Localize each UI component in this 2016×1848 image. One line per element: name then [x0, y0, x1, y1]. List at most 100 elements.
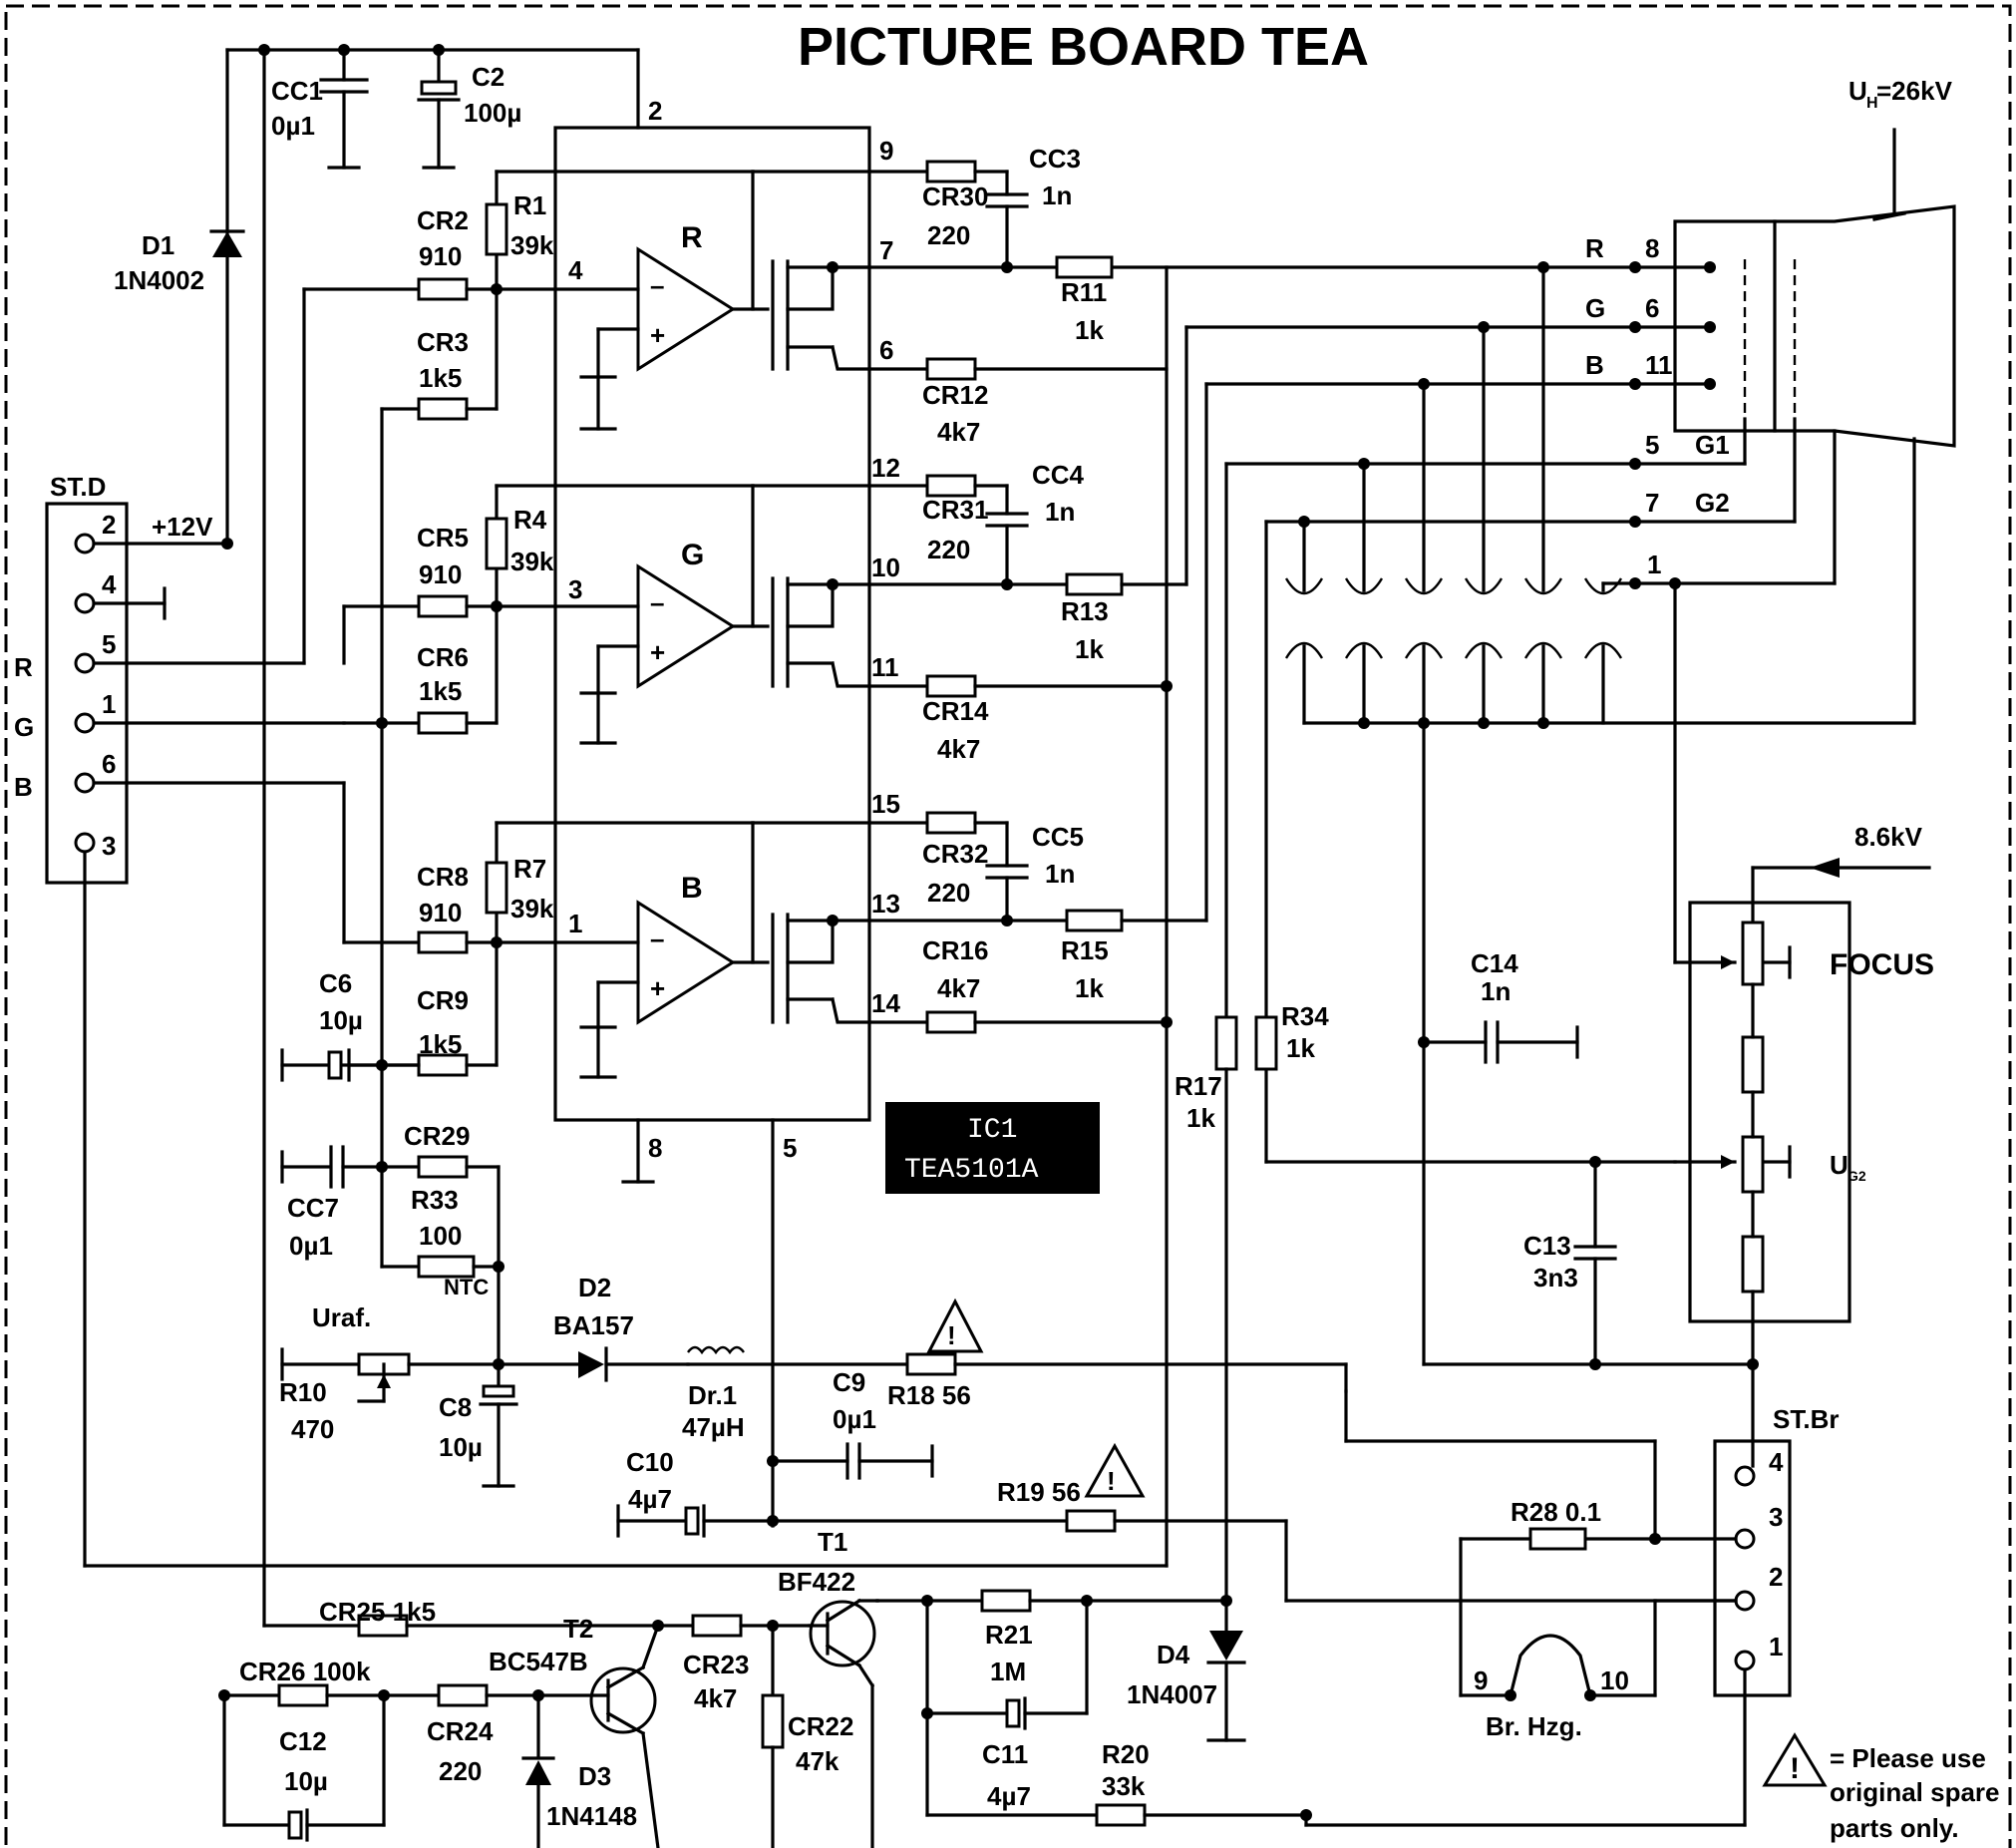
svg-text:C11: C11: [982, 1739, 1028, 1769]
svg-text:220: 220: [927, 878, 970, 908]
svg-text:BF422: BF422: [778, 1567, 855, 1597]
svg-text:NTC: NTC: [444, 1275, 489, 1299]
svg-text:CR29: CR29: [404, 1121, 470, 1151]
focus-label: FOCUS: [1830, 948, 1934, 981]
svg-text:G2: G2: [1695, 488, 1730, 518]
svg-text:220: 220: [927, 535, 970, 564]
svg-text:6: 6: [102, 749, 116, 779]
svg-text:R17: R17: [1175, 1071, 1222, 1101]
output-network-g: CR31 220 CC4 1n R13 1k CR14 4k7: [867, 325, 1188, 764]
svg-text:R34: R34: [1281, 1001, 1329, 1031]
svg-text:R: R: [1585, 233, 1604, 263]
svg-text:C10: C10: [626, 1447, 674, 1477]
svg-text:D1: D1: [142, 230, 174, 260]
svg-text:original spare: original spare: [1830, 1777, 2000, 1807]
svg-text:CC7: CC7: [287, 1193, 339, 1223]
board-border: [4, 4, 2012, 1848]
diode-d1: D1 1N4002: [114, 229, 245, 295]
svg-text:R13: R13: [1061, 596, 1109, 626]
svg-text:R10: R10: [279, 1377, 327, 1407]
svg-text:0µ1: 0µ1: [833, 1404, 876, 1434]
svg-text:0µ1: 0µ1: [271, 111, 315, 141]
svg-text:R15: R15: [1061, 935, 1109, 965]
svg-text:IC1: IC1: [967, 1115, 1017, 1146]
svg-text:1N4007: 1N4007: [1127, 1679, 1217, 1709]
svg-text:4k7: 4k7: [937, 734, 980, 764]
svg-text:1n: 1n: [1045, 497, 1075, 527]
svg-text:= Please use: = Please use: [1830, 1743, 1986, 1773]
svg-text:–: –: [650, 270, 664, 300]
svg-text:1N4148: 1N4148: [546, 1801, 637, 1831]
svg-text:=26kV: =26kV: [1876, 76, 1953, 106]
svg-text:470: 470: [291, 1414, 334, 1444]
svg-text:CC5: CC5: [1032, 822, 1084, 852]
svg-text:ST.Br: ST.Br: [1773, 1404, 1839, 1434]
svg-text:10µ: 10µ: [439, 1432, 483, 1462]
amp-b: – + B: [636, 872, 736, 1025]
svg-text:CR25 1k5: CR25 1k5: [319, 1597, 436, 1627]
svg-text:1k5: 1k5: [419, 363, 462, 393]
svg-text:0µ1: 0µ1: [289, 1231, 333, 1261]
svg-text:10µ: 10µ: [284, 1766, 328, 1796]
svg-text:1N4002: 1N4002: [114, 265, 204, 295]
bias-network: C6 10µ CC7 0µ1 CR29 R33 100 NTC Uraf. R1…: [279, 968, 580, 1488]
svg-text:39k: 39k: [510, 547, 554, 576]
ic-pin-labels: 9 7 6 12 10 11 15 13 14 4 3 1 8 5: [568, 136, 900, 1163]
stbr-connector: ST.Br 4 3 2 1 R28 0.1 9 10 Br. Hzg.: [1304, 1362, 1839, 1827]
output-network-r: CR30 220 CC3 1n R11 1k CR12 4k7: [867, 144, 1169, 447]
svg-text:CR5: CR5: [417, 523, 469, 553]
svg-text:D2: D2: [578, 1273, 611, 1302]
svg-text:G: G: [14, 712, 34, 742]
svg-text:Uraf.: Uraf.: [312, 1302, 371, 1332]
svg-text:R20: R20: [1102, 1739, 1150, 1769]
svg-text:G2: G2: [1848, 1168, 1866, 1184]
svg-text:!: !: [947, 1320, 956, 1350]
svg-text:4: 4: [568, 255, 583, 285]
svg-text:9: 9: [879, 136, 893, 166]
spark-gap-array: [1284, 261, 1916, 1366]
svg-text:1n: 1n: [1042, 181, 1072, 210]
svg-text:C12: C12: [279, 1726, 327, 1756]
svg-text:CR23: CR23: [683, 1650, 749, 1679]
svg-text:1k5: 1k5: [419, 676, 462, 706]
svg-text:CR6: CR6: [417, 642, 469, 672]
svg-text:R4: R4: [513, 505, 547, 535]
svg-text:B: B: [1585, 350, 1604, 380]
svg-text:R33: R33: [411, 1185, 459, 1215]
svg-text:100: 100: [419, 1221, 462, 1251]
svg-text:G: G: [1585, 293, 1605, 323]
svg-text:C13: C13: [1523, 1231, 1571, 1261]
svg-text:ST.D: ST.D: [50, 472, 106, 502]
supply-rail: 2 CC1 0µ1 C2 100µ: [225, 44, 662, 1628]
svg-text:3: 3: [568, 574, 582, 604]
svg-text:1k: 1k: [1075, 315, 1104, 345]
svg-text:4k7: 4k7: [694, 1683, 737, 1713]
svg-text:B: B: [14, 772, 33, 802]
svg-text:!: !: [1107, 1466, 1116, 1496]
svg-text:10: 10: [871, 553, 900, 582]
svg-text:3: 3: [102, 831, 116, 861]
svg-text:D4: D4: [1157, 1640, 1190, 1669]
uh-label: U H =26kV: [1848, 76, 1953, 112]
svg-text:+: +: [650, 320, 665, 350]
svg-text:B: B: [681, 872, 703, 905]
svg-text:CR12: CR12: [922, 380, 988, 410]
svg-text:BA157: BA157: [553, 1310, 634, 1340]
svg-text:CR8: CR8: [417, 862, 469, 892]
svg-text:D3: D3: [578, 1761, 611, 1791]
svg-text:–: –: [650, 924, 664, 953]
svg-text:2: 2: [648, 96, 662, 126]
svg-text:4: 4: [102, 569, 117, 599]
svg-text:R: R: [14, 652, 33, 682]
svg-text:CR3: CR3: [417, 327, 469, 357]
svg-text:47µH: 47µH: [682, 1412, 745, 1442]
svg-text:TEA5101A: TEA5101A: [904, 1155, 1039, 1186]
svg-text:47k: 47k: [796, 1746, 840, 1776]
input-network-r: CR2 910 R1 39k CR3 1k5: [302, 170, 755, 1169]
svg-text:2: 2: [1769, 1562, 1783, 1592]
svg-text:C14: C14: [1471, 948, 1518, 978]
svg-text:CR16: CR16: [922, 935, 988, 965]
svg-text:910: 910: [419, 898, 462, 927]
svg-text:1k5: 1k5: [419, 1029, 462, 1059]
